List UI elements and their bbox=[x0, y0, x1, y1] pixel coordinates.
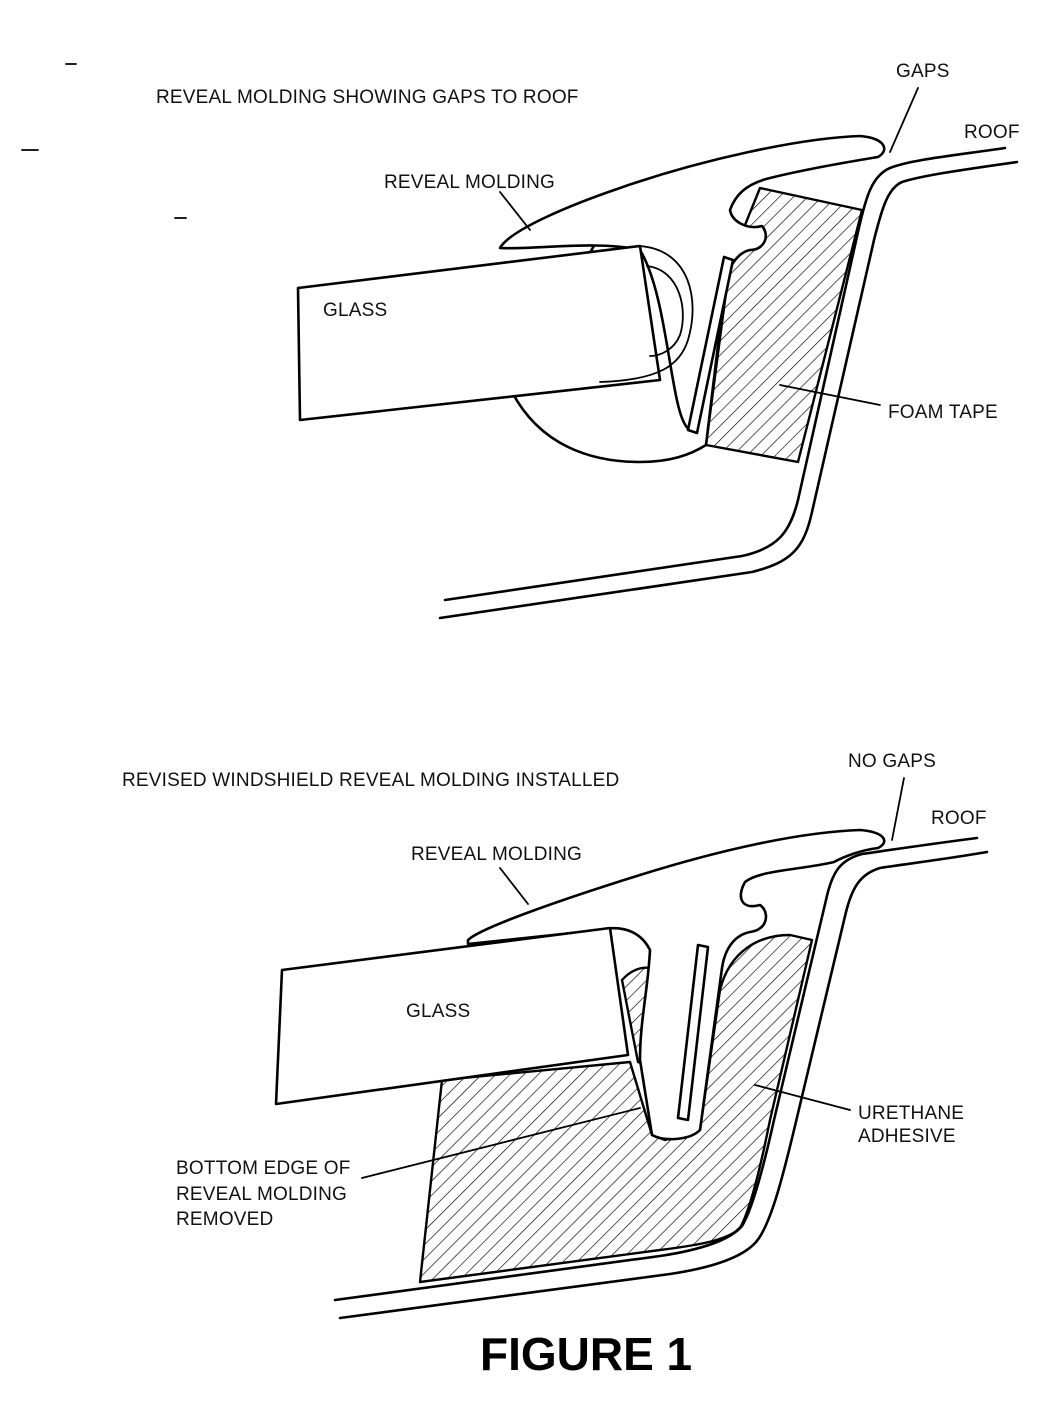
bottom-reveal-molding bbox=[466, 828, 886, 1141]
bottom-roof-label: ROOF bbox=[931, 808, 987, 829]
bottom-reveal-molding-label: REVEAL MOLDING bbox=[411, 844, 582, 865]
bottom-glass-label: GLASS bbox=[406, 1001, 470, 1022]
bottom-urethane-label-line1: URETHANE bbox=[858, 1103, 964, 1124]
bottom-edge-label-line3: REMOVED bbox=[176, 1209, 273, 1230]
top-molding-strip bbox=[686, 255, 735, 435]
top-roof-panel-outer bbox=[443, 146, 1007, 602]
top-reveal-molding-leader bbox=[499, 191, 531, 231]
top-roof-panel-inner bbox=[438, 160, 1019, 620]
bottom-molding-strip bbox=[676, 943, 710, 1122]
bottom-no-gaps-leader bbox=[891, 777, 905, 841]
top-reveal-molding bbox=[498, 134, 886, 432]
bottom-urethane-label-line2: ADHESIVE bbox=[858, 1126, 956, 1147]
top-glass-edge-seal-inner bbox=[646, 265, 684, 357]
top-glass bbox=[296, 244, 662, 422]
bottom-edge-label-line2: REVEAL MOLDING bbox=[176, 1184, 347, 1205]
bottom-roof-panel-outer bbox=[333, 836, 979, 1302]
bottom-urethane-leader bbox=[754, 1084, 851, 1111]
top-foam-tape-label: FOAM TAPE bbox=[888, 402, 998, 423]
bottom-caption: REVISED WINDSHIELD REVEAL MOLDING INSTAL… bbox=[122, 770, 619, 791]
top-glass-edge-seal bbox=[599, 245, 694, 383]
top-reveal-molding-label: REVEAL MOLDING bbox=[384, 172, 555, 193]
bottom-edge-label-line1: BOTTOM EDGE OF bbox=[176, 1158, 351, 1179]
top-caption: REVEAL MOLDING SHOWING GAPS TO ROOF bbox=[156, 87, 579, 108]
top-foam-tape-leader bbox=[779, 384, 881, 406]
top-roof-label: ROOF bbox=[964, 122, 1020, 143]
bottom-edge-leader bbox=[361, 1107, 641, 1179]
bottom-urethane-adhesive bbox=[418, 933, 814, 1284]
top-glass-label: GLASS bbox=[323, 300, 387, 321]
bottom-roof-panel-inner bbox=[338, 850, 989, 1320]
top-gaps-label: GAPS bbox=[896, 61, 950, 82]
bottom-no-gaps-label: NO GAPS bbox=[848, 751, 936, 772]
bottom-reveal-molding-leader bbox=[499, 867, 529, 905]
figure-title: FIGURE 1 bbox=[480, 1328, 692, 1380]
bottom-glass bbox=[274, 926, 630, 1106]
top-diagram: REVEAL MOLDING SHOWING GAPS TO ROOF GAPS… bbox=[156, 61, 1020, 620]
bottom-diagram: REVISED WINDSHIELD REVEAL MOLDING INSTAL… bbox=[122, 751, 989, 1320]
top-gaps-leader bbox=[889, 87, 919, 153]
